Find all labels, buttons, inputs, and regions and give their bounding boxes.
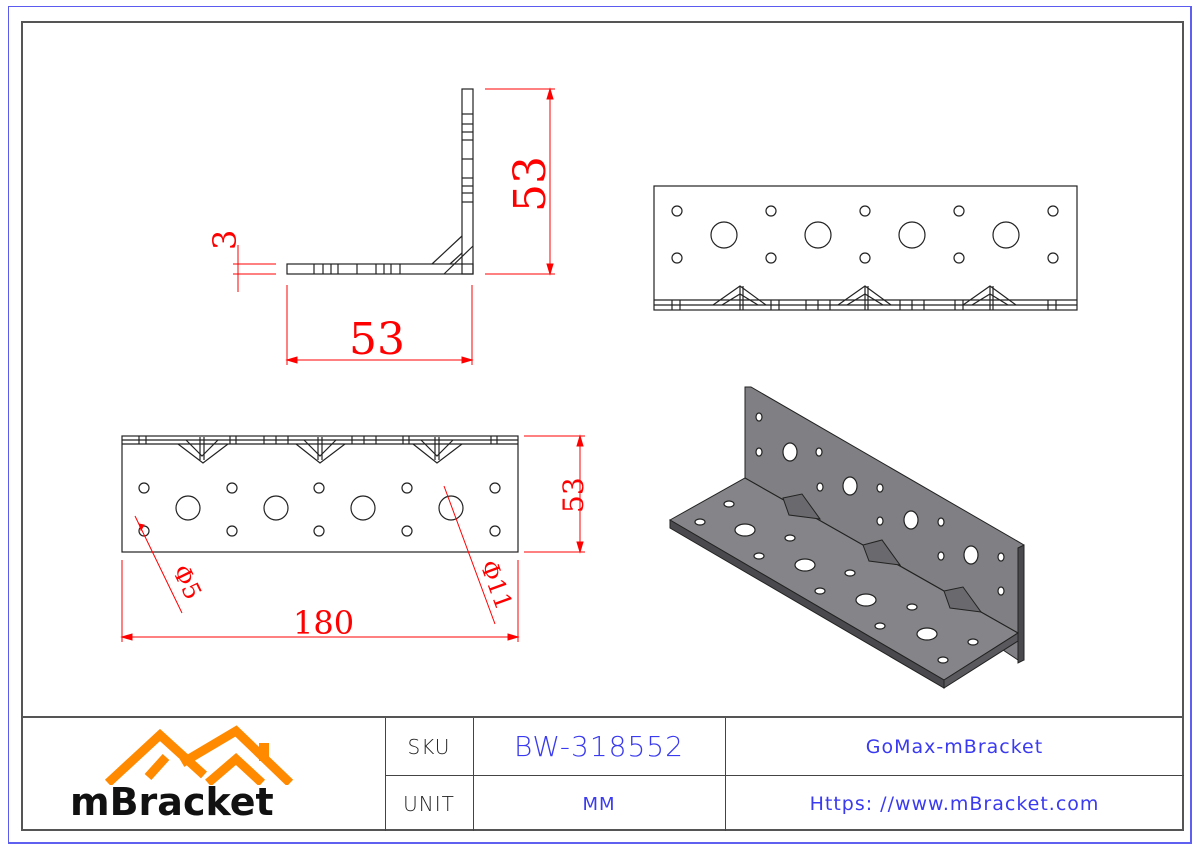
front-view [121, 435, 519, 553]
dim-front-length: 180 [293, 604, 354, 642]
sheet-outer-border [8, 6, 1192, 844]
side-view-dimensions [233, 87, 555, 365]
dim-small-hole: Φ5 [167, 560, 207, 604]
title-block-divider [473, 718, 474, 831]
sku-label: SKU [407, 734, 451, 759]
front-view-dimensions [120, 434, 585, 642]
title-block-divider [385, 718, 386, 831]
side-view [286, 88, 474, 275]
sheet-inner-border [21, 21, 1184, 831]
title-block-divider [385, 775, 1184, 776]
isometric-view [668, 386, 1025, 689]
dim-thickness: 3 [206, 230, 244, 250]
logo-wordmark: mBracket [70, 780, 274, 824]
unit-value: MM [582, 793, 616, 815]
product-name: GoMax-mBracket [865, 735, 1044, 758]
title-block: SKU BW-318552 GoMax-mBracket UNIT MM Htt… [21, 716, 1184, 831]
dim-side-horizontal: 53 [349, 314, 405, 365]
sku-value: BW-318552 [514, 730, 684, 763]
dim-side-vertical: 53 [505, 156, 556, 212]
unit-label: UNIT [403, 792, 455, 816]
top-view [653, 185, 1078, 311]
title-block-divider [725, 718, 726, 831]
dim-front-height: 53 [557, 477, 590, 513]
logo-roof-icon [104, 725, 294, 785]
website-link[interactable]: Https: //www.mBracket.com [809, 793, 1100, 815]
